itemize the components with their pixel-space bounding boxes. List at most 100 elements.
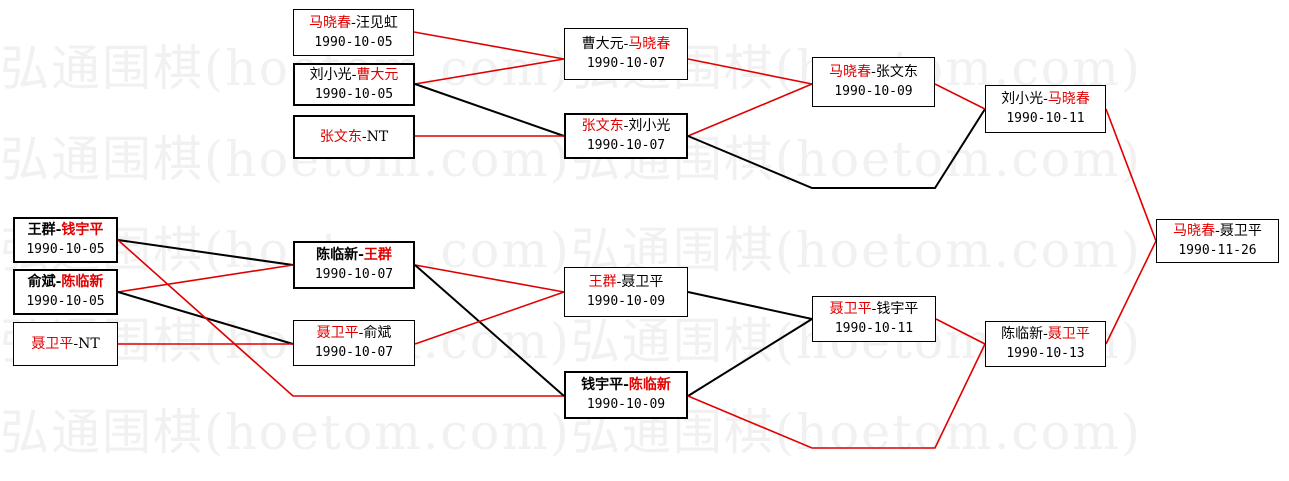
player-2-name: 曹大元 — [356, 66, 399, 83]
player-1-name: 马晓春 — [309, 14, 352, 31]
match-box-m12: 钱宇平-陈临新 1990-10-09 — [564, 371, 688, 419]
connector-line-m7-m13 — [687, 58, 813, 85]
player-1-name: 陈临新 — [1001, 326, 1044, 342]
vs-separator: - — [1043, 91, 1048, 107]
player-1-name: 马晓春 — [829, 64, 872, 80]
connector-line-m4-m12 — [117, 239, 564, 397]
match-box-m5: 俞斌-陈临新 1990-10-05 — [13, 269, 118, 315]
vs-separator: - — [351, 14, 356, 31]
match-box-m4: 王群-钱宇平 1990-10-05 — [13, 217, 118, 263]
vs-separator: - — [623, 36, 629, 52]
player-1-name: 王群 — [588, 274, 617, 290]
match-date: 1990-10-11 — [834, 321, 914, 336]
match-players: 俞斌-陈临新 — [15, 273, 116, 292]
player-2-name: NT — [366, 128, 389, 145]
match-date: 1990-10-09 — [586, 397, 666, 412]
match-players: 王群-钱宇平 — [15, 221, 116, 240]
player-1-name: 刘小光 — [309, 66, 352, 83]
player-2-name: 钱宇平 — [61, 222, 104, 238]
player-1-name: 张文东 — [581, 118, 624, 134]
connector-line-m9-m11 — [414, 264, 565, 293]
vs-separator: - — [616, 274, 622, 290]
vs-separator: - — [351, 66, 357, 83]
match-players: 马晓春-汪见虹 — [294, 14, 413, 33]
match-players: 聂卫平-俞斌 — [294, 324, 414, 343]
connector-line-m12-m16 — [687, 343, 986, 449]
connector-line-m14-m16 — [935, 318, 986, 345]
player-2-name: 陈临新 — [61, 274, 104, 290]
match-date: 1990-10-13 — [1006, 346, 1085, 361]
player-2-name: NT — [78, 335, 100, 352]
watermark-row: 弘通围棋(hoetom.com)弘通围棋(hoetom.com) — [0, 313, 1142, 370]
match-players: 张文东-刘小光 — [566, 117, 686, 136]
match-box-m7: 曹大元-马晓春 1990-10-07 — [564, 28, 688, 80]
match-date: 1990-10-07 — [314, 345, 394, 360]
player-1-name: 王群 — [27, 222, 56, 238]
vs-separator: - — [623, 377, 629, 393]
match-players: 张文东-NT — [295, 128, 413, 147]
player-1-name: 陈临新 — [316, 247, 359, 263]
player-2-name: 王群 — [363, 247, 392, 263]
connector-line-m4-m9 — [117, 239, 294, 266]
connector-line-m2-m8 — [414, 83, 565, 137]
player-1-name: 刘小光 — [1001, 91, 1044, 107]
match-players: 陈临新-聂卫平 — [986, 325, 1105, 344]
connector-line-m9-m12 — [414, 264, 565, 397]
connector-line-m8-m15 — [687, 108, 986, 189]
player-2-name: 马晓春 — [1047, 91, 1090, 107]
match-date: 1990-10-05 — [314, 34, 393, 50]
connector-line-m12-m14 — [687, 318, 813, 397]
connector-line-m10-m11 — [414, 291, 565, 345]
match-box-m6: 聂卫平-NT — [13, 322, 118, 366]
player-1-name: 马晓春 — [1173, 223, 1216, 239]
connector-line-m2-m7 — [414, 58, 565, 85]
player-2-name: 马晓春 — [628, 36, 671, 52]
player-2-name: 张文东 — [875, 64, 918, 80]
vs-separator: - — [623, 118, 629, 134]
match-players: 曹大元-马晓春 — [565, 35, 687, 54]
connector-line-m8-m13 — [687, 83, 813, 137]
vs-separator: - — [55, 274, 62, 290]
player-2-name: 陈临新 — [628, 377, 671, 393]
match-players: 聂卫平-钱宇平 — [813, 300, 935, 319]
match-date: 1990-10-05 — [26, 242, 105, 257]
player-2-name: 聂卫平 — [1047, 326, 1090, 342]
player-1-name: 聂卫平 — [31, 335, 74, 352]
match-players: 陈临新-王群 — [295, 246, 413, 265]
match-players: 钱宇平-陈临新 — [566, 376, 686, 395]
player-2-name: 俞斌 — [363, 325, 392, 341]
player-1-name: 聂卫平 — [829, 301, 872, 317]
vs-separator: - — [55, 222, 62, 238]
match-date: 1990-11-26 — [1178, 243, 1257, 258]
player-2-name: 钱宇平 — [876, 301, 919, 317]
player-2-name: 聂卫平 — [1219, 223, 1262, 239]
match-date: 1990-10-05 — [26, 294, 105, 309]
match-box-m16: 陈临新-聂卫平 1990-10-13 — [985, 321, 1106, 367]
vs-separator: - — [361, 128, 367, 145]
vs-separator: - — [73, 335, 79, 352]
player-2-name: 刘小光 — [628, 118, 671, 134]
vs-separator: - — [358, 325, 364, 341]
match-box-m3: 张文东-NT — [293, 115, 415, 159]
connector-line-m5-m9 — [117, 264, 294, 293]
match-players: 聂卫平-NT — [14, 335, 117, 354]
connector-line-m16-m17 — [1105, 240, 1157, 345]
connector-line-m13-m15 — [934, 83, 986, 110]
vs-separator: - — [871, 64, 876, 80]
match-date: 1990-10-05 — [314, 86, 394, 102]
match-date: 1990-10-11 — [1006, 111, 1085, 126]
match-box-m10: 聂卫平-俞斌 1990-10-07 — [293, 320, 415, 366]
match-players: 刘小光-马晓春 — [986, 90, 1105, 109]
match-date: 1990-10-07 — [586, 56, 666, 71]
vs-separator: - — [871, 301, 877, 317]
match-players: 刘小光-曹大元 — [295, 66, 413, 85]
player-1-name: 俞斌 — [27, 274, 56, 290]
